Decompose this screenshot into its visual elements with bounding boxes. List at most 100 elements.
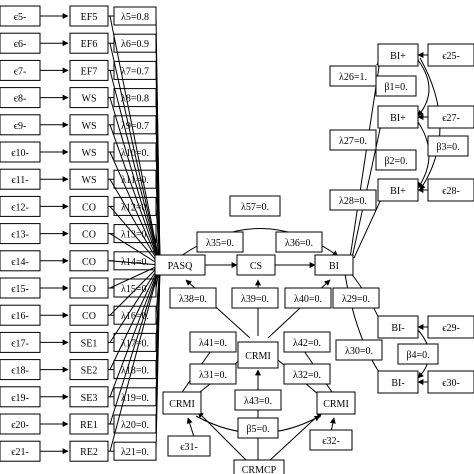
error-label: є18- [11, 366, 29, 377]
biminus-box-1 [377, 315, 419, 339]
l41-label: λ41=0. [199, 338, 227, 349]
b1-label: β1=0. [384, 82, 407, 93]
biminus-box-2 [377, 370, 419, 394]
indicator-label: RE1 [80, 420, 98, 431]
b5-box [237, 417, 279, 439]
l29-label: λ29=0. [342, 294, 370, 305]
indicator-label: EF5 [81, 12, 98, 23]
indicator-label: SE2 [81, 366, 98, 377]
loading-label: λ18=0. [121, 366, 149, 377]
l30-box [335, 339, 383, 361]
l31-box [189, 363, 237, 385]
indicator-pasq-line [109, 206, 161, 266]
bi-biplus1-path [349, 59, 383, 259]
indicator-label: EF7 [81, 66, 98, 77]
error-label: є7- [14, 66, 27, 77]
crmi-right-label: CRMI [323, 399, 349, 410]
l35-label: λ35=0. [206, 238, 234, 249]
indicator-label: CO [82, 230, 96, 241]
loading-label: λ9=0.7 [121, 121, 149, 132]
indicator-pasq-line [109, 97, 161, 266]
indicator-label: CO [82, 202, 96, 213]
indicator-pasq-line [109, 264, 161, 452]
l38-box [169, 287, 217, 309]
fan-line [155, 264, 161, 452]
error-label: є20- [11, 420, 29, 431]
l57-box [229, 195, 281, 217]
error-label: є15- [11, 284, 29, 295]
l35-box [196, 231, 244, 253]
l36-box [275, 231, 323, 253]
right-top-cluster: BI+ BI+ BI+ є25- є27- є28- λ26=1. β1=0. … [329, 43, 474, 211]
l39-label: λ39=0. [241, 294, 269, 305]
indicator-pasq-line [109, 43, 161, 266]
biplus-box-1 [377, 43, 419, 67]
bi-biplus2-path [351, 119, 384, 259]
indicator-label: SE1 [81, 338, 98, 349]
bi-box [314, 254, 354, 276]
e31-label: є31- [180, 442, 198, 453]
crmcp-right-path [267, 411, 323, 463]
l41-box [189, 331, 237, 353]
l38-label: λ38=0. [179, 294, 207, 305]
b4-label: β4=0. [406, 350, 429, 361]
b4-box [397, 343, 439, 365]
biplus-label-3: BI+ [390, 186, 406, 197]
indicator-label: RE2 [80, 447, 98, 458]
error-label: є9- [14, 121, 27, 132]
indicator-label: WS [82, 175, 97, 186]
l28-label: λ28=0. [339, 196, 367, 207]
l27-label: λ27=0. [339, 136, 367, 147]
error-label: є11- [11, 175, 28, 186]
l26-label: λ26=1. [339, 72, 367, 83]
l36-label: λ36=0. [285, 238, 313, 249]
indicator-pasq-line [109, 70, 161, 266]
error-label: є5- [14, 12, 27, 23]
e32-label: є32- [322, 436, 340, 447]
biplus-box-2 [377, 105, 419, 129]
crmcp-label: CRMCP [242, 465, 277, 474]
indicator-label: SE3 [81, 393, 98, 404]
e27-box [427, 105, 474, 129]
pasq-label: PASQ [168, 261, 193, 272]
bi-label: BI [329, 261, 339, 272]
error-label: є19- [11, 393, 29, 404]
e29-box [427, 315, 474, 339]
error-label: є8- [14, 94, 27, 105]
l57-label: λ57=0. [241, 202, 269, 213]
e25-label: є25- [442, 51, 460, 62]
b3-label: β3=0. [436, 142, 459, 153]
b5-label: β5=0. [246, 424, 269, 435]
indicator-label: WS [82, 121, 97, 132]
indicator-pasq-line [109, 264, 161, 289]
loading-label: λ20=0. [121, 420, 149, 431]
l32-label: λ32=0. [293, 370, 321, 381]
loading-box [113, 6, 157, 26]
l30-label: λ30=0. [345, 346, 373, 357]
loading-label: λ21=0. [121, 447, 149, 458]
l42-box [283, 331, 331, 353]
indicator-pasq-line [109, 264, 161, 343]
indicator-label: CO [82, 311, 96, 322]
l43-box [234, 389, 282, 411]
biminus-label-2: BI- [391, 378, 404, 389]
error-label: є16- [11, 311, 29, 322]
loading-label: λ19=0. [121, 393, 149, 404]
indicator-pasq-line [109, 264, 161, 425]
latent-variables: PASQ CS BI CRMI CRMI CRMI CRMCP [154, 254, 356, 474]
indicator-label: EF6 [81, 39, 98, 50]
biplus-label-1: BI+ [390, 51, 406, 62]
b2-label: β2=0. [384, 156, 407, 167]
e28-box [427, 178, 474, 202]
indicator-label: CO [82, 257, 96, 268]
crmi-left-label: CRMI [169, 399, 195, 410]
l42-label: λ42=0. [293, 338, 321, 349]
indicator-pasq-line [109, 260, 161, 266]
b3-box [427, 135, 469, 157]
right-bottom-cluster: BI- BI- є29- є30- λ30=0. β4=0. [335, 315, 474, 394]
l43-label: λ43=0. [244, 396, 272, 407]
indicator-label: WS [82, 94, 97, 105]
path-labels: λ57=0. λ35=0. λ36=0. λ38=0. λ39=0. λ40=0… [167, 195, 380, 457]
indicator-pasq-line [109, 178, 161, 266]
l28-box [329, 189, 377, 211]
